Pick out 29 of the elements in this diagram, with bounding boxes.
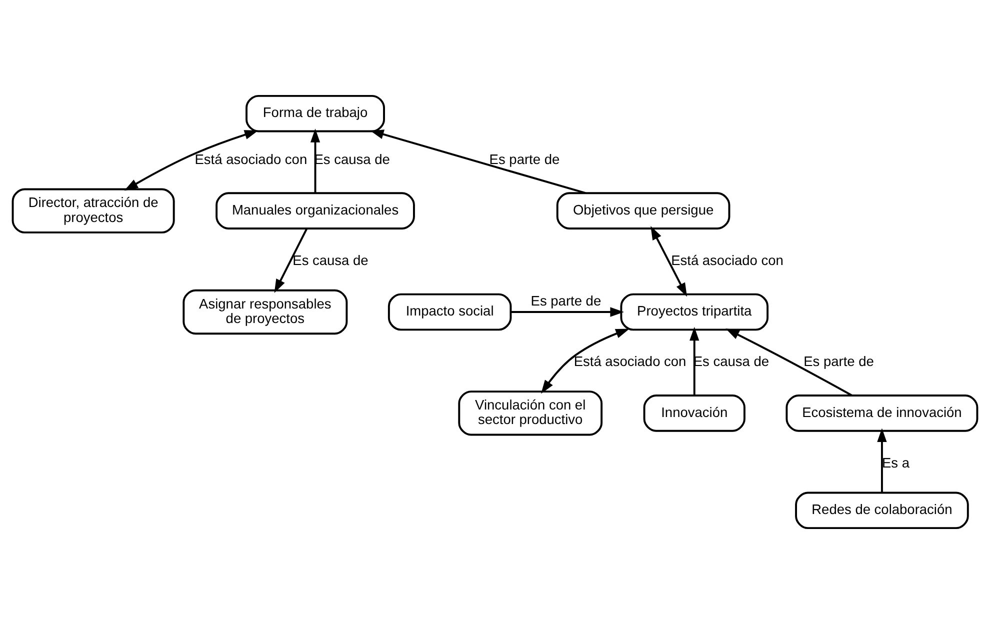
node-box: Forma de trabajo bbox=[246, 94, 385, 132]
edge-label: Está asociado con bbox=[194, 151, 308, 166]
edge-label: Es parte de bbox=[530, 292, 602, 308]
edge-label: Está asociado con bbox=[671, 252, 784, 268]
arrow bbox=[510, 306, 624, 316]
arrow bbox=[274, 228, 308, 292]
arrow bbox=[690, 326, 700, 395]
arrow bbox=[541, 328, 630, 394]
arrow bbox=[370, 129, 586, 194]
node-box: Vinculación con el sector productivo bbox=[458, 390, 603, 436]
edge-label: Es parte de bbox=[489, 151, 560, 166]
edge-label: Es a bbox=[882, 454, 910, 470]
node-box: Impacto social bbox=[388, 292, 512, 330]
node-box: Director, atracción de proyectos bbox=[12, 188, 175, 233]
edge-label: Es parte de bbox=[804, 354, 874, 369]
node-box: Manuales organizacionales bbox=[216, 192, 415, 229]
node-box: Asignar responsables de proyectos bbox=[182, 288, 348, 334]
edge-label: Está asociado con bbox=[574, 354, 686, 369]
arrow bbox=[124, 130, 258, 190]
arrow bbox=[877, 428, 887, 492]
edge-label: Es causa de bbox=[292, 252, 368, 268]
node-box: Proyectos tripartita bbox=[620, 292, 769, 330]
arrow bbox=[726, 328, 853, 396]
node-box: Redes de colaboración bbox=[795, 491, 969, 529]
arrow bbox=[650, 226, 688, 296]
node-box: Objetivos que persigue bbox=[556, 192, 730, 229]
node-box: Ecosistema de innovación bbox=[786, 394, 978, 432]
node-box: Innovación bbox=[643, 394, 746, 432]
arrow bbox=[310, 128, 320, 192]
